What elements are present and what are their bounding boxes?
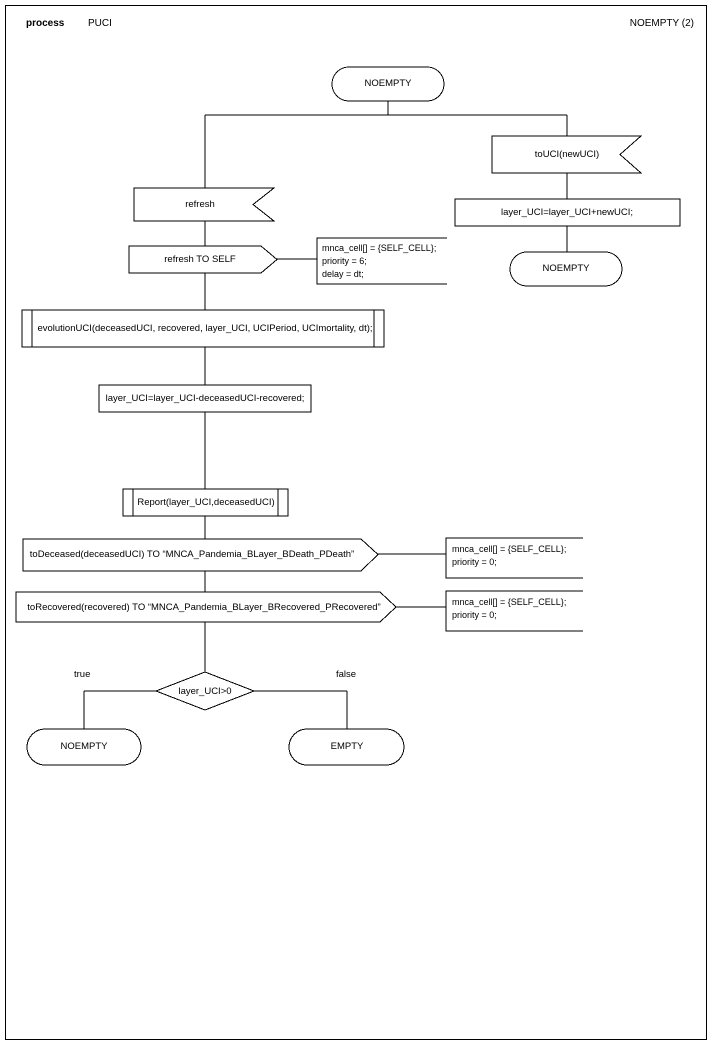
header-kind-label: process [26,18,65,29]
label-procedure-evolution: evolutionUCI(deceasedUCI, recovered, lay… [37,323,373,334]
shape-task-subtract [98,384,312,413]
comment-deceased: mnca_cell[] = {SELF_CELL}; priority = 0; [452,543,566,569]
comment-refresh-line-2: priority = 6; [322,256,367,266]
label-output-refresh-self: refresh TO SELF [164,254,236,265]
header-page-reference: NOEMPTY (2) [629,18,694,29]
comment-deceased-line-2: priority = 0; [452,557,497,567]
shape-state-empty-end [288,728,405,766]
label-output-deceased: toDeceased(deceasedUCI) TO “MNCA_Pandemi… [29,549,355,560]
label-state-empty-end: EMPTY [330,741,364,752]
label-branch-true: true [74,669,91,680]
shape-output-recovered [15,591,397,623]
comment-deceased-line-1: mnca_cell[] = {SELF_CELL}; [452,544,567,554]
page-frame [5,5,707,1040]
shape-input-toUCI [491,135,643,174]
label-branch-false: false [336,669,357,680]
label-task-subtract: layer_UCI=layer_UCI-deceasedUCI-recovere… [105,393,305,404]
shape-procedure-evolution [21,309,385,348]
comment-recovered: mnca_cell[] = {SELF_CELL}; priority = 0; [452,596,566,622]
shape-state-start [331,66,445,102]
shape-task-add-newUCI [454,198,681,227]
label-output-recovered: toRecovered(recovered) TO “MNCA_Pandemia… [27,602,381,613]
shape-procedure-report [122,488,289,517]
label-procedure-report: Report(layer_UCI,deceasedUCI) [137,497,275,508]
shape-output-refresh-self [128,245,278,274]
label-input-refresh: refresh [185,199,215,210]
label-input-toUCI: toUCI(newUCI) [534,149,600,160]
shape-output-deceased [22,538,379,572]
comment-refresh-line-1: mnca_cell[] = {SELF_CELL}; [322,243,437,253]
label-state-start: NOEMPTY [364,78,412,89]
comment-recovered-line-1: mnca_cell[] = {SELF_CELL}; [452,597,567,607]
comment-refresh-line-3: delay = dt; [322,269,364,279]
label-task-add-newUCI: layer_UCI=layer_UCI+newUCI; [501,207,633,218]
label-state-noempty-right: NOEMPTY [542,263,590,274]
header-process-name: PUCI [88,18,112,29]
shape-decision [154,671,256,711]
label-decision: layer_UCI>0 [178,686,232,697]
comment-refresh: mnca_cell[] = {SELF_CELL}; priority = 6; d… [322,242,436,281]
shape-state-noempty-right [509,251,623,287]
comment-recovered-line-2: priority = 0; [452,610,497,620]
shape-input-refresh [133,187,276,222]
label-state-noempty-end: NOEMPTY [60,741,108,752]
shape-state-noempty-end [26,728,142,766]
